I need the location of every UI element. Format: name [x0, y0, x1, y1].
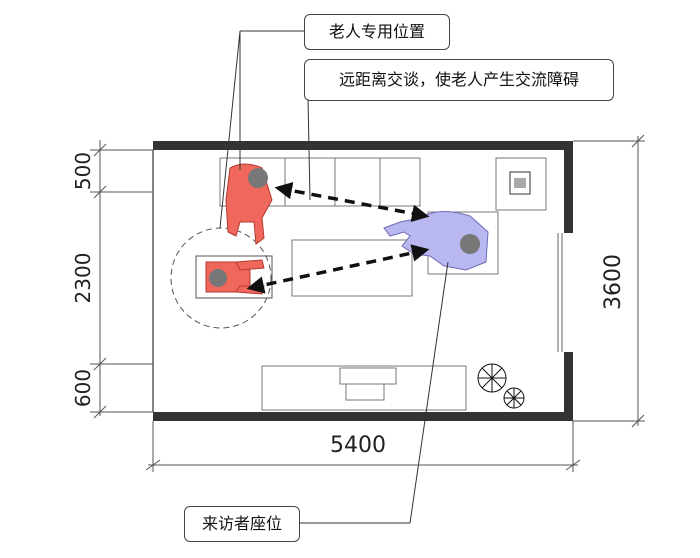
visitor-figure — [383, 211, 489, 271]
wall-right-upper — [564, 141, 573, 233]
dim-left-middle: 2300 — [71, 253, 95, 304]
wall-bottom — [153, 412, 573, 421]
dashed-double-arrow — [274, 182, 430, 222]
dim-total-width: 5400 — [330, 433, 386, 458]
callout-distance-note: 远距离交谈，使老人产生交流障碍 — [304, 59, 614, 101]
tv-cabinet — [261, 365, 467, 411]
leader-lines — [219, 30, 449, 524]
dashed-double-arrow — [246, 244, 430, 294]
interaction-arrows — [246, 182, 430, 294]
plant-icon — [477, 363, 525, 409]
elderly-person-wheelchair — [195, 255, 273, 299]
tv-icon — [509, 171, 531, 195]
dim-total-depth: 3600 — [601, 254, 626, 310]
side-cabinet — [495, 157, 547, 211]
wall-right-lower — [564, 352, 573, 421]
dim-left-bottom: 600 — [71, 369, 95, 407]
coffee-table — [291, 239, 413, 297]
dim-left-top: 500 — [71, 152, 95, 190]
elderly-person-standing — [225, 163, 273, 245]
dimension-lines — [90, 134, 645, 472]
callout-elderly-position: 老人专用位置 — [304, 14, 450, 50]
wall-top — [153, 141, 573, 150]
callout-visitor-seat: 来访者座位 — [184, 506, 300, 542]
room-walls — [152, 141, 573, 421]
